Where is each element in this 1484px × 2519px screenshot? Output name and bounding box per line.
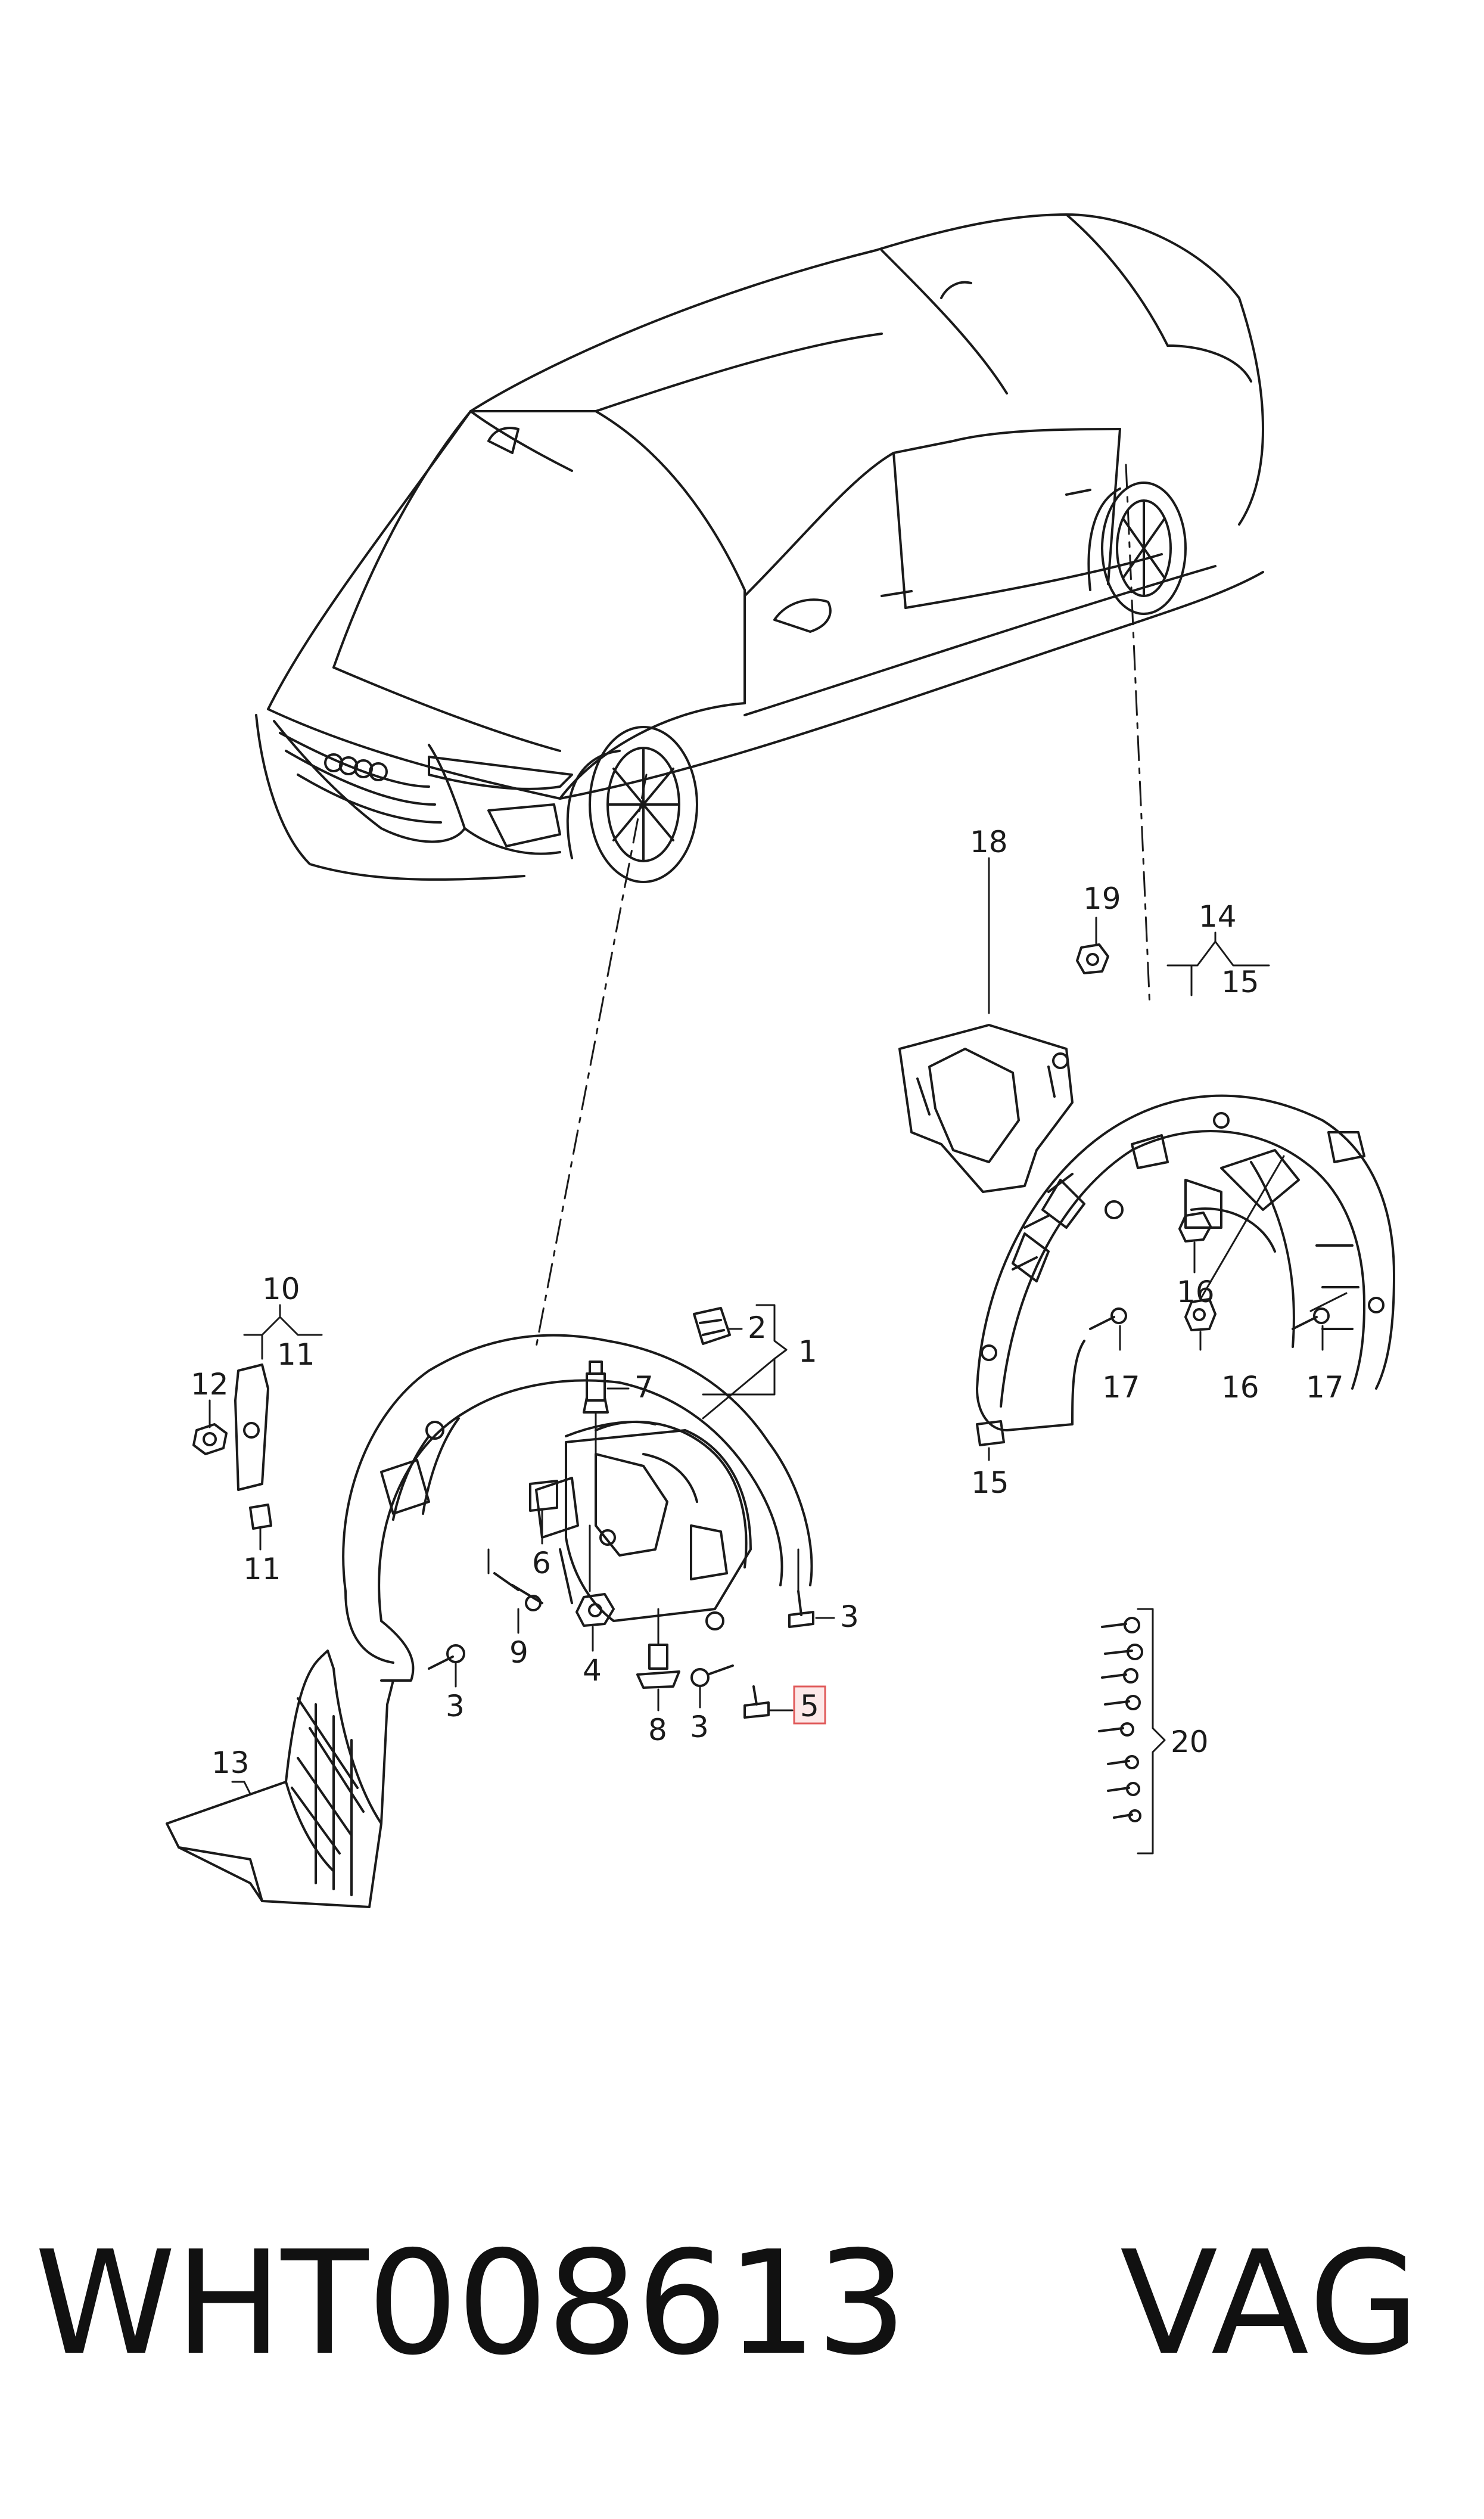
nut-4	[575, 1593, 615, 1627]
callout-3: 3	[690, 1710, 709, 1744]
screw-17	[1089, 1307, 1330, 1330]
callout-16: 16	[1177, 1275, 1215, 1309]
callout-9: 9	[509, 1635, 528, 1670]
screw-3-bottom	[690, 1664, 734, 1687]
callout-10: 10	[262, 1272, 300, 1306]
callout-15: 15	[1221, 965, 1259, 999]
callout-11: 11	[243, 1552, 281, 1586]
leader-lines	[209, 857, 1348, 1855]
callout-3: 3	[446, 1689, 465, 1723]
clip-6	[529, 1480, 558, 1512]
splash-shield-13	[166, 1650, 394, 1908]
car-illustration	[255, 213, 1264, 883]
callout-3: 3	[840, 1599, 859, 1634]
screw-5	[743, 1685, 770, 1719]
callout-2: 2	[748, 1310, 767, 1345]
callout-7: 7	[634, 1370, 654, 1405]
rear-wheelhouse-liner	[976, 1094, 1395, 1431]
callout-labels: 1 2 3 3 3 4 5 6 7 8 9 10 11 11 12 13 14 …	[191, 825, 1344, 1780]
callout-19: 19	[1083, 881, 1121, 916]
callout-15: 15	[971, 1465, 1009, 1500]
callout-17: 17	[1102, 1370, 1140, 1405]
callout-17: 17	[1306, 1370, 1344, 1405]
callout-5-highlight: 5	[793, 1685, 826, 1725]
callout-1: 1	[798, 1334, 817, 1369]
front-wheelhouse-liner	[342, 1334, 813, 1682]
brand-label: VAG	[1120, 2220, 1422, 2387]
callout-16: 16	[1221, 1370, 1259, 1405]
clip-8	[636, 1644, 680, 1689]
callout-13: 13	[211, 1745, 250, 1780]
nut-19	[1076, 943, 1109, 974]
nut-16	[1178, 1212, 1217, 1331]
clip-15	[976, 1420, 1005, 1446]
rivet-7	[583, 1361, 609, 1414]
callout-5: 5	[800, 1689, 819, 1723]
clip-2	[693, 1307, 731, 1345]
screw-9	[493, 1572, 543, 1611]
clip-11	[249, 1504, 272, 1530]
callout-12: 12	[191, 1367, 229, 1402]
callout-14: 14	[1199, 899, 1237, 934]
screw-3-left	[428, 1644, 465, 1670]
callout-8: 8	[648, 1713, 667, 1747]
callout-6: 6	[532, 1546, 551, 1580]
fastener-kit-20	[1098, 1617, 1143, 1822]
screw-3-right	[788, 1590, 814, 1628]
nut-12	[192, 1423, 228, 1455]
heat-shield-18	[898, 1024, 1074, 1193]
callout-20: 20	[1171, 1725, 1209, 1759]
part-number: WHT008613	[35, 2220, 907, 2387]
callout-11: 11	[277, 1337, 315, 1372]
bracket-10	[234, 1363, 269, 1491]
locator-lines	[535, 464, 1151, 1348]
callout-4: 4	[583, 1653, 602, 1688]
callout-18: 18	[970, 825, 1008, 859]
